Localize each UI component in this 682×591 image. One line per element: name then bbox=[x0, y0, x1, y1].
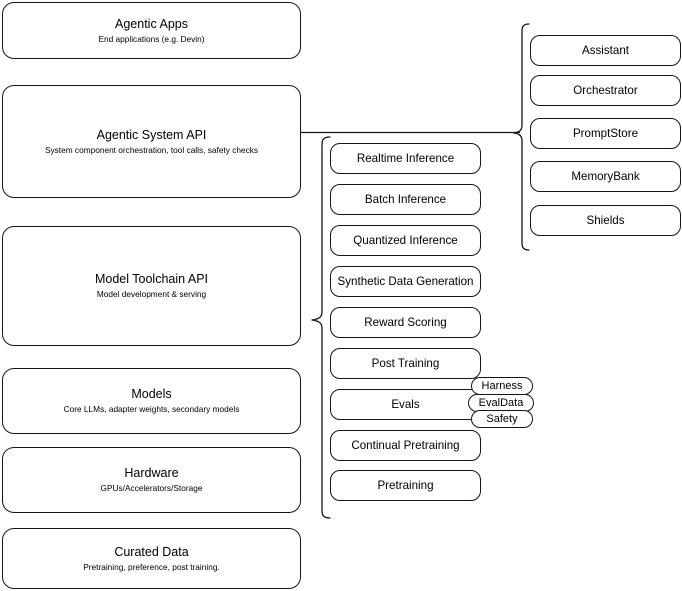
toolchain-item-label: Pretraining bbox=[377, 479, 434, 492]
agentic-system-item-label: MemoryBank bbox=[571, 170, 640, 183]
layer-title: Curated Data bbox=[114, 544, 189, 559]
agentic-system-item-assistant[interactable]: Assistant bbox=[530, 35, 681, 66]
layer-box-hardware[interactable]: Hardware GPUs/Accelerators/Storage bbox=[2, 447, 301, 513]
agentic-system-item-memorybank[interactable]: MemoryBank bbox=[530, 161, 681, 192]
toolchain-item-continual-pretraining[interactable]: Continual Pretraining bbox=[330, 430, 481, 461]
toolchain-item-label: Reward Scoring bbox=[364, 316, 447, 329]
layer-box-curated-data[interactable]: Curated Data Pretraining, preference, po… bbox=[2, 528, 301, 589]
layer-title: Hardware bbox=[124, 466, 179, 480]
agentic-system-item-label: Orchestrator bbox=[573, 84, 638, 97]
layer-title: Agentic System API bbox=[96, 127, 207, 142]
layer-subtitle: Model development & serving bbox=[96, 289, 207, 299]
layer-box-models[interactable]: Models Core LLMs, adapter weights, secon… bbox=[2, 368, 301, 434]
eval-tag-label: Safety bbox=[486, 413, 518, 425]
layer-box-agentic-apps[interactable]: Agentic Apps End applications (e.g. Devi… bbox=[2, 2, 301, 59]
layer-subtitle: Core LLMs, adapter weights, secondary mo… bbox=[63, 404, 240, 414]
eval-tag-harness[interactable]: Harness bbox=[471, 377, 533, 395]
toolchain-item-label: Quantized Inference bbox=[353, 234, 458, 247]
toolchain-item-post-training[interactable]: Post Training bbox=[330, 348, 481, 379]
agentic-system-item-label: Assistant bbox=[581, 44, 630, 57]
toolchain-item-synthetic-data-generation[interactable]: Synthetic Data Generation bbox=[330, 266, 481, 297]
layer-subtitle: System component orchestration, tool cal… bbox=[44, 144, 259, 155]
toolchain-item-batch-inference[interactable]: Batch Inference bbox=[330, 184, 481, 215]
agentic-system-item-promptstore[interactable]: PromptStore bbox=[530, 118, 681, 149]
connector-line-agentic-system bbox=[300, 126, 522, 140]
eval-tag-label: Harness bbox=[481, 380, 523, 392]
toolchain-item-quantized-inference[interactable]: Quantized Inference bbox=[330, 225, 481, 256]
layer-title: Model Toolchain API bbox=[94, 272, 209, 286]
layer-title: Models bbox=[131, 387, 172, 401]
toolchain-item-label: Post Training bbox=[371, 357, 440, 370]
layer-box-agentic-system-api[interactable]: Agentic System API System component orch… bbox=[2, 85, 301, 198]
toolchain-item-evals[interactable]: Evals bbox=[330, 389, 481, 420]
toolchain-item-realtime-inference[interactable]: Realtime Inference bbox=[330, 143, 481, 174]
agentic-system-item-label: PromptStore bbox=[572, 127, 639, 140]
layer-subtitle: GPUs/Accelerators/Storage bbox=[100, 483, 203, 493]
agentic-system-item-label: Shields bbox=[586, 214, 625, 227]
brace-toolchain-components bbox=[306, 134, 332, 522]
layer-title: Agentic Apps bbox=[115, 16, 188, 31]
toolchain-item-label: Synthetic Data Generation bbox=[337, 275, 474, 288]
layer-box-model-toolchain-api[interactable]: Model Toolchain API Model development & … bbox=[2, 226, 301, 346]
toolchain-item-label: Batch Inference bbox=[364, 193, 447, 206]
toolchain-item-reward-scoring[interactable]: Reward Scoring bbox=[330, 307, 481, 338]
toolchain-item-label: Continual Pretraining bbox=[351, 439, 460, 452]
agentic-system-item-shields[interactable]: Shields bbox=[530, 205, 681, 236]
agentic-system-item-orchestrator[interactable]: Orchestrator bbox=[530, 75, 681, 106]
layer-subtitle: Pretraining, preference, post training. bbox=[83, 561, 220, 572]
eval-tag-label: EvalData bbox=[478, 397, 524, 409]
toolchain-item-pretraining[interactable]: Pretraining bbox=[330, 470, 481, 501]
toolchain-item-label: Realtime Inference bbox=[356, 152, 455, 165]
toolchain-item-label: Evals bbox=[391, 398, 420, 411]
layer-subtitle: End applications (e.g. Devin) bbox=[98, 33, 205, 44]
eval-tag-evaldata[interactable]: EvalData bbox=[468, 394, 534, 412]
eval-tag-safety[interactable]: Safety bbox=[471, 410, 533, 428]
